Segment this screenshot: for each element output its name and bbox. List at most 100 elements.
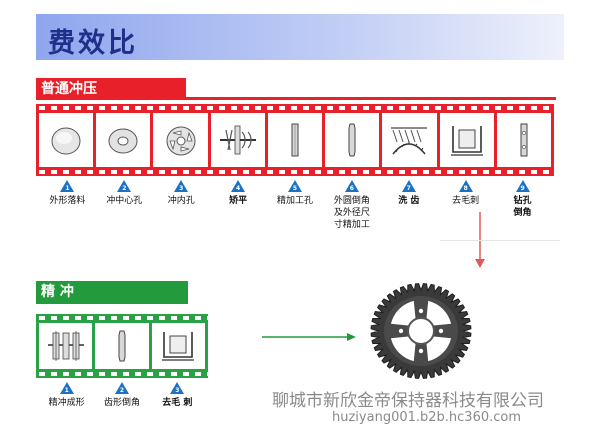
step-marker-icon: 2 [114,382,129,394]
step-marker-icon: 3 [170,382,185,394]
sprocket-cutout [426,300,452,326]
step-marker-icon: 5 [287,180,302,192]
chamfer-bar-icon [348,123,356,157]
bolt-hole [418,308,424,314]
step-label: 去毛刺 [452,196,480,206]
company-watermark: 聊城市新欣金帝保持器科技有限公司 [272,391,544,411]
step-number: 1 [65,185,70,192]
frame-deburring [439,113,494,167]
fine-blanking-tool-icon [47,331,84,361]
step-number: 2 [119,387,125,394]
title-bar: 费效比 [36,14,564,60]
frame-gear-hobbing [382,113,437,167]
normal-step-8: 8 去毛刺 [437,180,494,207]
step-label: 钻孔 [513,196,532,206]
step-marker-icon: 9 [515,180,530,192]
divider-line [440,240,560,241]
step-number: 2 [122,185,127,192]
step-label: 精加工孔 [276,196,313,206]
section-underline [186,97,556,100]
down-arrow-icon [475,212,485,268]
fine-step-2: 2 齿形倒角 [94,382,149,409]
step-label: 冲内孔 [167,196,195,206]
flattening-press-icon [219,125,256,155]
step-marker-icon: 1 [59,382,74,394]
section-label-normal-stamping: 普通冲压 [36,78,186,100]
blank-disc-icon [51,127,81,155]
bolt-hole [398,328,404,334]
right-arrow-icon [262,333,356,341]
sprocket-cutout [390,336,416,362]
step-label: 及外径尺 [333,208,370,218]
film-holes-top [36,106,554,110]
step-marker-icon: 4 [231,180,246,192]
frame-chamfer [325,113,380,167]
hobbing-tool-icon [391,127,428,155]
bolt-hole [438,328,444,334]
step-marker-icon: 3 [174,180,189,192]
normal-step-2: 2 冲中心孔 [96,180,153,207]
film-holes-top [36,316,208,320]
step-number: 3 [179,185,184,192]
step-label: 寸精加工 [333,220,370,230]
fine-step-3: 3 去毛 刺 [150,382,205,409]
step-number: 9 [520,185,525,192]
page-title: 费效比 [48,28,138,59]
normal-step-3: 3 冲内孔 [153,180,210,207]
step-label: 外圆倒角 [333,196,370,206]
washer-icon [108,128,138,154]
step-label: 矫平 [229,196,248,206]
normal-step-9: 9 钻孔倒角 [494,180,551,219]
step-label: 冲中心孔 [106,196,143,206]
normal-step-1: 1 外形落料 [39,180,96,207]
frame-drilling [496,113,551,167]
step-number: 3 [175,387,180,394]
frame-hole-finishing [267,113,323,167]
step-marker-icon: 1 [60,180,75,192]
frame-fine-forming [39,323,93,369]
frame-fine-deburring [151,323,205,369]
step-label: 洗 齿 [398,196,420,206]
sprocket-blank-icon [166,126,196,156]
normal-step-7: 7 洗 齿 [380,180,437,207]
chamfer-bar-icon [118,330,126,362]
step-label: 精冲成形 [48,398,85,408]
step-number: 6 [349,185,354,192]
drilled-bar-icon [520,123,528,157]
step-number: 7 [406,185,411,192]
step-number: 5 [292,185,298,192]
site-watermark: huziyang001.b2b.hc360.com [332,410,522,425]
sprocket-cutout [390,300,416,326]
step-label: 齿形倒角 [103,398,140,408]
film-strip-fine [36,314,208,378]
deburr-fixture-icon [450,126,483,156]
frame-tooth-chamfer [95,323,149,369]
step-marker-icon: 2 [117,180,132,192]
fine-step-1: 1 精冲成形 [39,382,94,409]
step-marker-icon: 8 [458,180,473,192]
frame-inner-holes [153,113,208,167]
normal-step-5: 5 精加工孔 [267,180,324,207]
film-holes-bottom [36,372,208,376]
sprocket-gear-icon [370,283,472,379]
step-number: 8 [463,185,468,192]
film-holes-bottom [36,170,554,174]
section-bar-icon [291,123,299,157]
normal-step-6: 6 外圆倒角及外径尺寸精加工 [323,180,380,231]
frame-flattening [210,113,265,167]
section-label-fine-blanking: 精 冲 [36,281,188,304]
step-marker-icon: 6 [344,180,359,192]
frame-blanking [39,113,94,167]
normal-step-4: 4 矫平 [210,180,267,207]
bolt-hole [418,348,424,354]
step-number: 4 [236,185,241,192]
step-marker-icon: 7 [401,180,416,192]
frame-center-hole [96,113,151,167]
step-label: 倒角 [513,208,532,218]
step-number: 1 [64,387,69,394]
step-label: 去毛 刺 [162,398,193,408]
film-strip-normal [36,104,554,176]
sprocket-cutout [426,336,452,362]
deburr-fixture-icon [162,332,195,361]
step-label: 外形落料 [49,196,86,206]
